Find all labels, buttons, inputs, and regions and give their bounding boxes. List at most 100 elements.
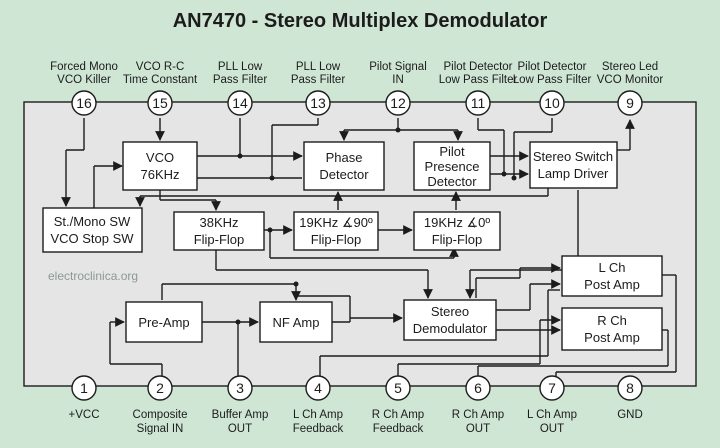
pin-number: 15 xyxy=(152,95,168,111)
pin-label-line2: Low Pass Filter xyxy=(513,74,592,86)
pin-number: 16 xyxy=(76,95,92,111)
ff38-label-1: 38KHz xyxy=(199,215,238,230)
stereo-switch-label-2: Lamp Driver xyxy=(538,166,609,181)
ff19-90-label-1: 19KHz ∡90º xyxy=(299,215,373,230)
pin-label-line1: +VCC xyxy=(69,409,100,421)
pin-label-line1: L Ch Amp xyxy=(293,409,343,421)
stereo-switch-block: Stereo Switch Lamp Driver xyxy=(529,141,618,189)
rch-label-1: R Ch xyxy=(597,313,627,328)
lch-label-2: Post Amp xyxy=(584,277,640,292)
pin-label-line1: PLL Low xyxy=(218,61,263,73)
pin-label-line1: Pilot Detector xyxy=(517,61,586,73)
rch-label-2: Post Amp xyxy=(584,330,640,345)
pin-label-line1: Composite xyxy=(133,409,188,421)
pin-label-line2: Feedback xyxy=(293,423,344,435)
pin-label-line2: OUT xyxy=(466,423,490,435)
pin-label-line1: GND xyxy=(617,409,643,421)
pin-number: 11 xyxy=(471,95,486,111)
pin-label-line2: OUT xyxy=(540,423,564,435)
pin-label-line2: VCO Killer xyxy=(57,74,111,86)
vco-block: VCO 76KHz xyxy=(122,141,198,191)
pilot-label-1: Pilot xyxy=(439,144,465,159)
pin-label-line1: Pilot Detector xyxy=(443,61,512,73)
st-mono-sw-block: St./Mono SW VCO Stop SW xyxy=(42,207,143,253)
pin-label-line1: VCO R-C xyxy=(136,61,185,73)
st-mono-label-2: VCO Stop SW xyxy=(50,231,134,246)
ff-38khz-block: 38KHz Flip-Flop xyxy=(173,211,265,251)
preamp-block: Pre-Amp xyxy=(125,301,203,343)
pin-number: 7 xyxy=(548,380,556,396)
pin-label-line2: Signal IN xyxy=(137,423,184,435)
pin-label-line1: R Ch Amp xyxy=(372,409,424,421)
nfamp-label: NF Amp xyxy=(273,315,320,330)
signal-wires xyxy=(61,118,677,376)
pin-label-line1: Stereo Led xyxy=(602,61,658,73)
pin-number: 5 xyxy=(394,380,402,396)
stereo-demodulator-block: Stereo Demodulator xyxy=(403,299,497,341)
diagram-title: AN7470 - Stereo Multiplex Demodulator xyxy=(173,10,548,32)
vco-label-1: VCO xyxy=(146,150,174,165)
ff19-0-label-2: Flip-Flop xyxy=(432,232,483,247)
lch-post-amp-block: L Ch Post Amp xyxy=(561,255,663,297)
pin-label-line1: Pilot Signal xyxy=(369,61,427,73)
pin-number: 3 xyxy=(236,380,244,396)
lch-label-1: L Ch xyxy=(599,260,626,275)
pin-label-line1: PLL Low xyxy=(296,61,341,73)
pin-number: 6 xyxy=(474,380,482,396)
pin-number: 2 xyxy=(156,380,164,396)
phase-detector-block: Phase Detector xyxy=(303,141,385,191)
phase-label-1: Phase xyxy=(326,150,363,165)
pin-label-line1: R Ch Amp xyxy=(452,409,504,421)
pilot-presence-detector-block: Pilot Presence Detector xyxy=(413,141,491,191)
pin-label-line1: Forced Mono xyxy=(50,61,118,73)
demod-label-1: Stereo xyxy=(431,304,469,319)
pin-number: 14 xyxy=(232,95,248,111)
pilot-label-2: Presence xyxy=(425,159,480,174)
ff-19khz-0-block: 19KHz ∡0º Flip-Flop xyxy=(413,211,501,251)
pin-label-line1: Buffer Amp xyxy=(212,409,269,421)
demod-label-2: Demodulator xyxy=(413,321,488,336)
preamp-label: Pre-Amp xyxy=(138,315,189,330)
pin-number: 13 xyxy=(310,95,326,111)
pin-number: 10 xyxy=(544,95,560,111)
rch-post-amp-block: R Ch Post Amp xyxy=(561,307,663,351)
phase-label-2: Detector xyxy=(319,167,369,182)
pin-label-line2: Pass Filter xyxy=(213,74,267,86)
ff19-90-label-2: Flip-Flop xyxy=(311,232,362,247)
watermark: electroclinica.org xyxy=(48,269,138,283)
pin-label-line2: VCO Monitor xyxy=(597,74,664,86)
pin-label-line2: Feedback xyxy=(373,423,424,435)
stereo-switch-label-1: Stereo Switch xyxy=(533,149,613,164)
ff38-label-2: Flip-Flop xyxy=(194,232,245,247)
pin-label-line2: OUT xyxy=(228,423,252,435)
pin-label-line2: Pass Filter xyxy=(291,74,345,86)
pilot-label-3: Detector xyxy=(427,174,477,189)
pin-number: 12 xyxy=(390,95,406,111)
pin-number: 9 xyxy=(626,95,634,111)
pin-label-line2: Low Pass Filter xyxy=(439,74,518,86)
nf-amp-block: NF Amp xyxy=(259,301,333,343)
vco-label-2: 76KHz xyxy=(140,167,179,182)
pin-number: 4 xyxy=(314,380,322,396)
ff-19khz-90-block: 19KHz ∡90º Flip-Flop xyxy=(293,211,379,251)
pin-number: 8 xyxy=(626,380,634,396)
st-mono-label-1: St./Mono SW xyxy=(54,214,131,229)
bottom-pin-1: 1+VCC xyxy=(69,375,100,421)
